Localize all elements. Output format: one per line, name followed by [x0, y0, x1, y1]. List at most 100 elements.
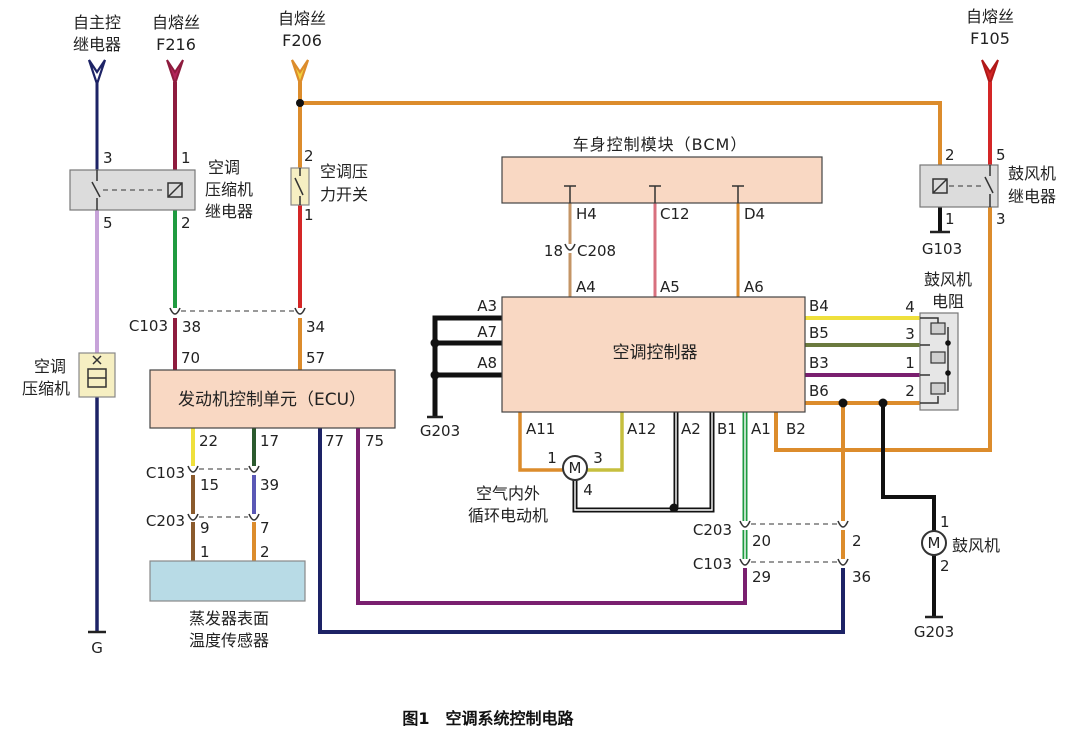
connector-c208-icon: [564, 243, 576, 251]
junctions: [296, 99, 888, 513]
blower-relay-pin-1: 1: [945, 210, 955, 228]
pressure-switch-icon: [294, 168, 304, 205]
controller-pin-a11: A11: [526, 420, 555, 438]
pressure-switch-label-1: 空调压: [320, 162, 368, 181]
controller-pin-b1: B1: [717, 420, 737, 438]
wires: [95, 80, 992, 634]
connector-c103-34-icon: [294, 307, 306, 315]
controller-pin-b3: B3: [809, 354, 829, 372]
resistor-element-3-icon: [930, 382, 946, 395]
sensor-label-1: 蒸发器表面: [189, 609, 269, 628]
bcm-body: [501, 156, 823, 204]
controller-pin-b5: B5: [809, 324, 829, 342]
right-connector-labels: C203 20 2 C103 29 36: [693, 521, 871, 586]
recirc-motor-symbol: M: [569, 459, 582, 477]
blower-motor-icon: [921, 530, 947, 556]
c208-pin: 18: [544, 242, 563, 260]
blower-motor-pin-2: 2: [940, 557, 950, 575]
controller-pin-a6: A6: [744, 278, 764, 296]
blower-motor-symbol: M: [928, 534, 941, 552]
c203-pin-2: 2: [852, 532, 862, 550]
blower-relay-switch-icon: [984, 165, 994, 207]
controller-pin-a5: A5: [660, 278, 680, 296]
figure-caption: 图1 空调系统控制电路: [402, 709, 574, 728]
resistor-element-2-icon: [930, 351, 946, 364]
resistor-pin-3: 3: [905, 325, 915, 343]
ecu-labels: 70 57 发动机控制单元（ECU） 22 17 77 75: [178, 349, 384, 450]
f206-terminal-icon: [290, 59, 310, 88]
pressure-switch: [290, 167, 310, 206]
recirc-motor-pin-4: 4: [583, 481, 593, 499]
recirc-motor-label-2: 循环电动机: [468, 506, 548, 525]
c203-pin-9: 9: [200, 519, 210, 537]
bcm-pin-d4-icon: [732, 185, 744, 203]
recirc-motor-labels: 1 3 4 空气内外 循环电动机: [468, 449, 603, 525]
controller-pin-a7: A7: [477, 323, 497, 341]
bcm-pin-d4: D4: [744, 205, 765, 223]
ecu-pin-22: 22: [199, 432, 218, 450]
controller-pin-b4: B4: [809, 297, 829, 315]
compressor-relay-label-1: 空调: [208, 158, 240, 177]
ecu-pin-57: 57: [306, 349, 325, 367]
evaporator-sensor: [149, 560, 306, 602]
c203-sensor-name: C203: [146, 512, 185, 530]
c203-pin-20: 20: [752, 532, 771, 550]
relay-switch-icon: [91, 170, 101, 210]
wire-f206-to-blower-relay: [300, 101, 942, 165]
recirc-motor: M: [562, 455, 588, 481]
connector-c203-7-icon: [248, 513, 260, 521]
pressure-switch-pin-2: 2: [304, 147, 314, 165]
junction-f206: [296, 99, 304, 107]
blower-motor: M: [921, 530, 947, 556]
controller-pin-a3: A3: [477, 297, 497, 315]
wire-controller-ground: [432, 315, 502, 417]
compressor-relay: [69, 169, 196, 211]
connector-c203-20-icon: [739, 520, 751, 528]
f216-label-1: 自熔丝: [152, 13, 200, 32]
compressor-relay-pin-3: 3: [103, 149, 113, 167]
connector-c103-39-icon: [248, 465, 260, 473]
connector-c203-2-icon: [837, 520, 849, 528]
ac-compressor: [78, 352, 116, 398]
blower-relay-labels: 2 5 1 3 鼓风机 继电器 G103: [922, 146, 1056, 258]
wire-a12: [587, 412, 624, 472]
c103-pin-38: 38: [182, 318, 201, 336]
compressor-relay-label-2: 压缩机: [205, 180, 253, 199]
connector-c103-38-icon: [169, 307, 181, 315]
ground-g-label: G: [91, 639, 103, 657]
junction-a7: [430, 338, 440, 348]
resistor-pin-1: 1: [905, 354, 915, 372]
wire-c103-36-to-ecu-77: [318, 428, 845, 634]
wire-a11: [518, 412, 563, 472]
sensor-pin-1: 1: [200, 543, 210, 561]
recirc-motor-pin-1: 1: [547, 449, 557, 467]
c103-pin-39: 39: [260, 476, 279, 494]
wire-blower-motor: [881, 403, 936, 617]
junction-a2: [669, 503, 679, 513]
pressure-switch-label-2: 力开关: [320, 185, 368, 204]
f105-label-1: 自熔丝: [966, 7, 1014, 26]
c203-pin-7: 7: [260, 519, 270, 537]
pressure-switch-labels: 2 1 空调压 力开关: [304, 147, 368, 224]
blower-motor-label: 鼓风机: [952, 536, 1000, 555]
ground-g203-blower-label: G203: [914, 623, 954, 641]
blower-relay-label-2: 继电器: [1008, 187, 1056, 206]
resistor-pin-4: 4: [905, 298, 915, 316]
ecu-pin-70: 70: [181, 349, 200, 367]
bcm-labels: 车身控制模块（BCM） H4 C12 D4 18 C208: [544, 135, 765, 260]
resistor-pin-2: 2: [905, 382, 915, 400]
controller-title: 空调控制器: [613, 343, 698, 363]
ground-g103-label: G103: [922, 240, 962, 258]
blower-relay-pin-3: 3: [996, 210, 1006, 228]
blower-motor-pin-1: 1: [940, 513, 950, 531]
junction-a8: [430, 370, 440, 380]
resistor-leads: [920, 317, 949, 404]
ecu-pin-77: 77: [325, 432, 344, 450]
blower-resistor-label-1: 鼓风机: [924, 270, 972, 289]
bcm-pin-h4-icon: [564, 185, 576, 203]
bcm-pin-c12-icon: [649, 185, 661, 203]
sensor-connector-labels: C103 15 39 C203 9 7 1 2 蒸发器表面 温度传感器: [146, 464, 279, 650]
ac-controller-body: [501, 296, 806, 413]
junction-b6-orange: [838, 398, 848, 408]
f216-terminal-icon: [166, 59, 184, 88]
